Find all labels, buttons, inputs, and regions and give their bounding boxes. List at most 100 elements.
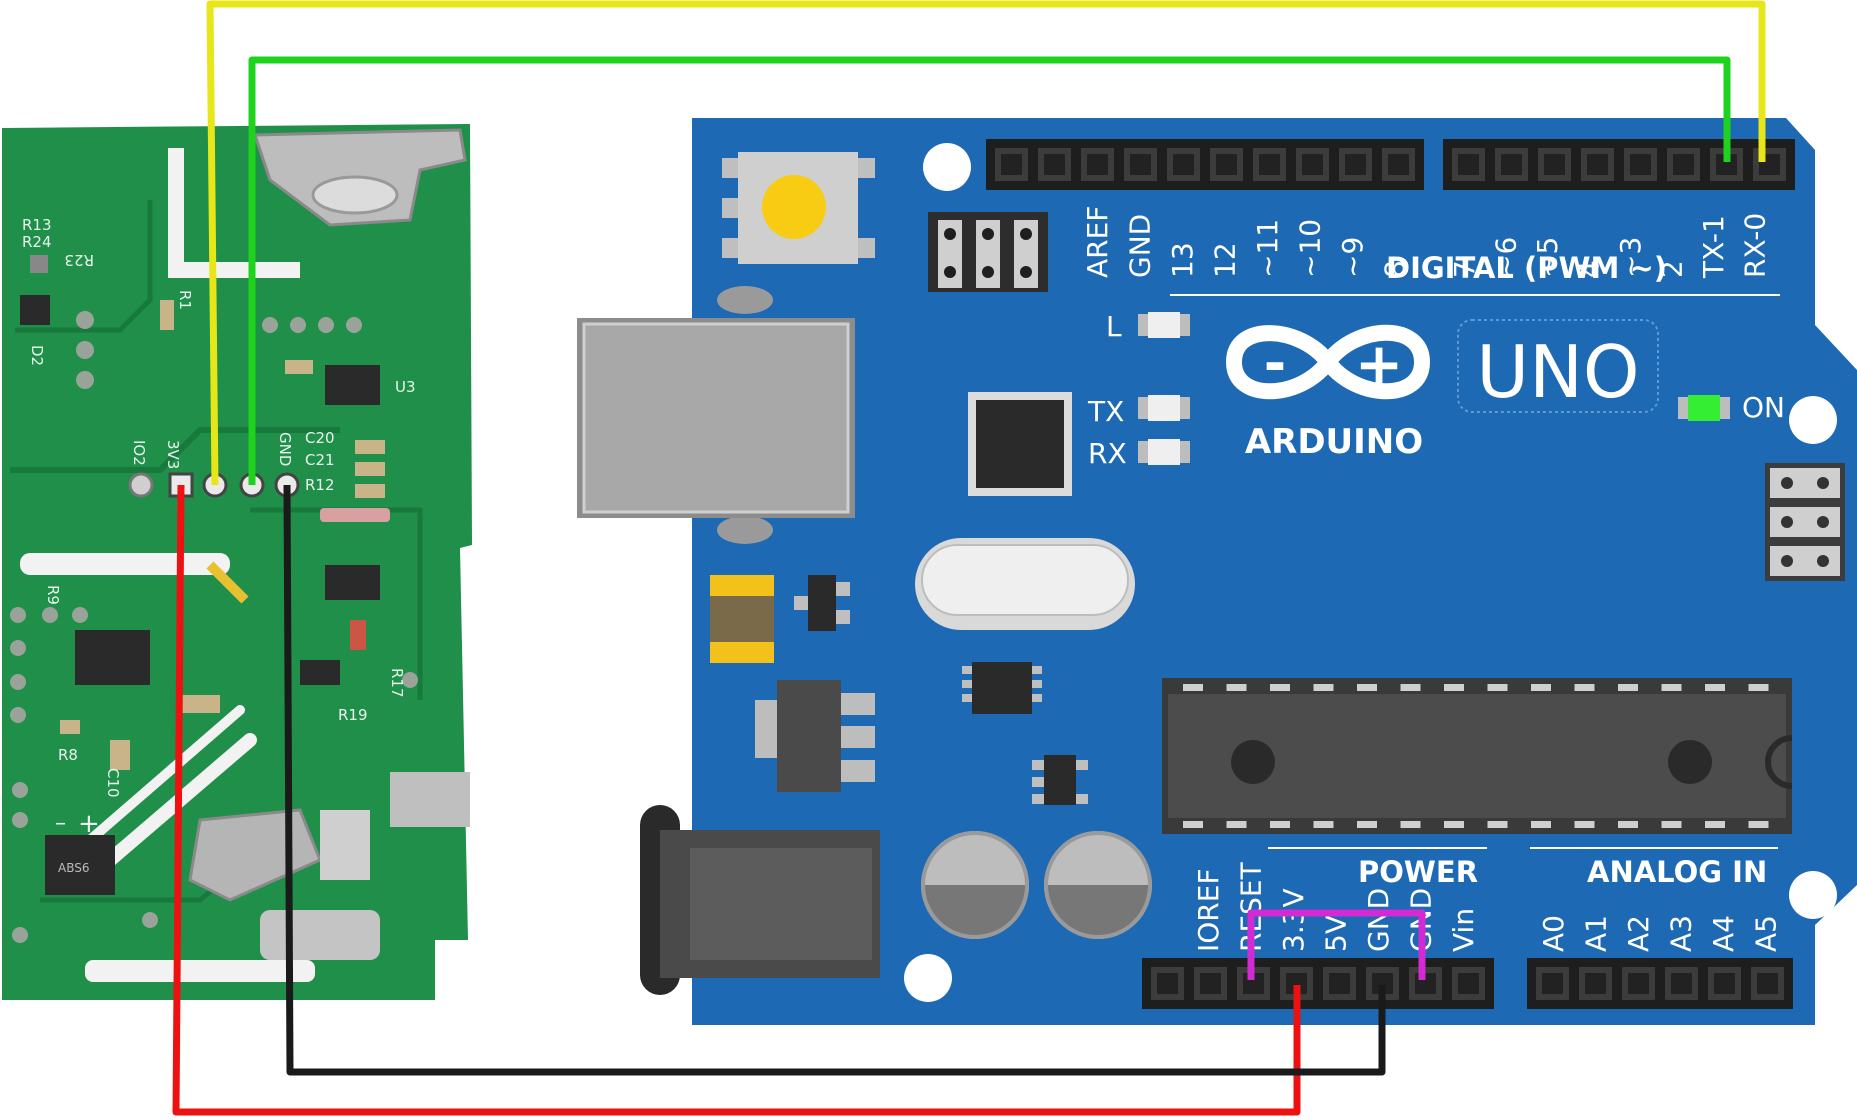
header-socket-hole: [1200, 973, 1221, 994]
smd-component: [60, 720, 80, 734]
pcb-label-plus: +: [78, 809, 100, 839]
brand-name: ARDUINO: [1245, 422, 1423, 462]
chip-pin: [1705, 684, 1725, 691]
pin-label: A0: [1537, 915, 1570, 952]
chip-pin: [1357, 821, 1377, 828]
digital-header-right: [1443, 139, 1795, 190]
chip-pin: [1400, 821, 1421, 828]
solder-pad: [260, 910, 380, 960]
header-socket-hole: [1157, 973, 1178, 994]
header-socket-hole: [1372, 973, 1393, 994]
pcb-trace: [10, 427, 340, 473]
pin-label: 5V: [1320, 915, 1353, 952]
header-socket-hole: [1501, 154, 1522, 175]
header-socket-hole: [1628, 973, 1649, 994]
header-socket-hole: [1388, 154, 1409, 175]
chip-pin: [1618, 821, 1638, 828]
chip-pin: [1226, 684, 1247, 691]
smd-component: [355, 440, 385, 454]
pin-label: AREF: [1081, 206, 1114, 278]
pcb-label-3v3: 3V3: [164, 440, 182, 469]
smd-component: [355, 462, 385, 476]
pin-label: 4: [1573, 260, 1606, 278]
wires: [172, 0, 1766, 1116]
smd-component: [355, 484, 385, 498]
chip-pin: [1183, 821, 1203, 828]
smd-component: [30, 255, 48, 273]
pcb-label-c21: C21: [305, 451, 335, 469]
header-socket-hole: [1216, 154, 1237, 175]
header-socket-hole: [1714, 973, 1735, 994]
pin-label: A5: [1750, 915, 1783, 952]
led-tx: [1138, 395, 1190, 421]
pcb-board: [2, 124, 472, 1000]
chip-pin: [1357, 684, 1377, 691]
pcb-label-r19: R19: [338, 706, 368, 724]
header-socket-hole: [1329, 973, 1350, 994]
chip-pin: [1226, 821, 1247, 828]
mounting-hole: [923, 143, 971, 191]
digital-header-left: [986, 139, 1424, 190]
power-header-title: POWER: [1358, 855, 1478, 889]
tantalum-capacitor: [710, 575, 774, 663]
led-tx-label: TX: [1087, 395, 1124, 428]
transistor: [794, 575, 850, 631]
pcb-trace: [250, 507, 423, 700]
pin-label: ~6: [1490, 237, 1523, 278]
soic-chip: [962, 662, 1042, 714]
chip-pin: [1661, 821, 1682, 828]
chip-pin: [1400, 684, 1421, 691]
chip-pin: [1531, 821, 1551, 828]
analog-header: [1527, 958, 1793, 1009]
header-socket-hole: [1458, 973, 1479, 994]
power-header: [1142, 958, 1494, 1009]
pcb-label-io2: IO2: [130, 440, 148, 466]
header-socket-hole: [1345, 154, 1366, 175]
pin-label: ~9: [1336, 237, 1369, 278]
usb-b-connector[interactable]: [577, 286, 855, 544]
smd-component: [160, 300, 174, 330]
pcb-label-r12: R12: [305, 476, 335, 494]
mounting-hole: [1789, 871, 1837, 919]
solder-pad: [390, 772, 470, 827]
pin-label: 3.3V: [1277, 888, 1310, 952]
chip-pin: [1270, 821, 1290, 828]
usb-controller-chip: [968, 392, 1072, 496]
chip-pin: [1574, 821, 1595, 828]
pin-label: TX-1: [1697, 215, 1730, 279]
reset-button-cap[interactable]: [762, 175, 826, 239]
red-wire: [172, 484, 1301, 1116]
pin-label: 7: [1448, 260, 1481, 278]
smd-component: [110, 740, 130, 770]
chip-pin: [1183, 684, 1203, 691]
magenta-jumper: [1247, 909, 1426, 980]
header-socket-hole: [1671, 973, 1692, 994]
module-pin-io2: [128, 472, 154, 498]
header-socket-hole: [1757, 973, 1778, 994]
header-socket-hole: [1173, 154, 1194, 175]
pin-label: Vin: [1447, 908, 1480, 952]
header-socket-hole: [1302, 154, 1323, 175]
crystal-oscillator: [915, 538, 1135, 630]
pin-label: RX-0: [1739, 213, 1772, 278]
pin-label: 8: [1379, 260, 1412, 278]
black-wire: [283, 484, 1386, 1076]
chip-pin: [1487, 684, 1508, 691]
ic-chip: [45, 835, 115, 895]
chip-pin: [1748, 684, 1769, 691]
pin-label: A1: [1580, 915, 1613, 952]
pin-label: IOREF: [1192, 868, 1225, 952]
pin-label: A2: [1622, 915, 1655, 952]
pin-label: 13: [1166, 242, 1199, 278]
chip-pin: [1618, 684, 1638, 691]
led-on: [1678, 395, 1730, 421]
logo-plus-sign: +: [1355, 330, 1404, 398]
ic-chip: [20, 295, 50, 325]
dc-power-jack[interactable]: [640, 805, 880, 995]
green-wire: [248, 56, 1731, 485]
reset-button[interactable]: [722, 152, 875, 264]
pcb-label-minus: –: [55, 811, 66, 836]
solder-pad: [311, 175, 399, 215]
diode: [320, 508, 390, 522]
